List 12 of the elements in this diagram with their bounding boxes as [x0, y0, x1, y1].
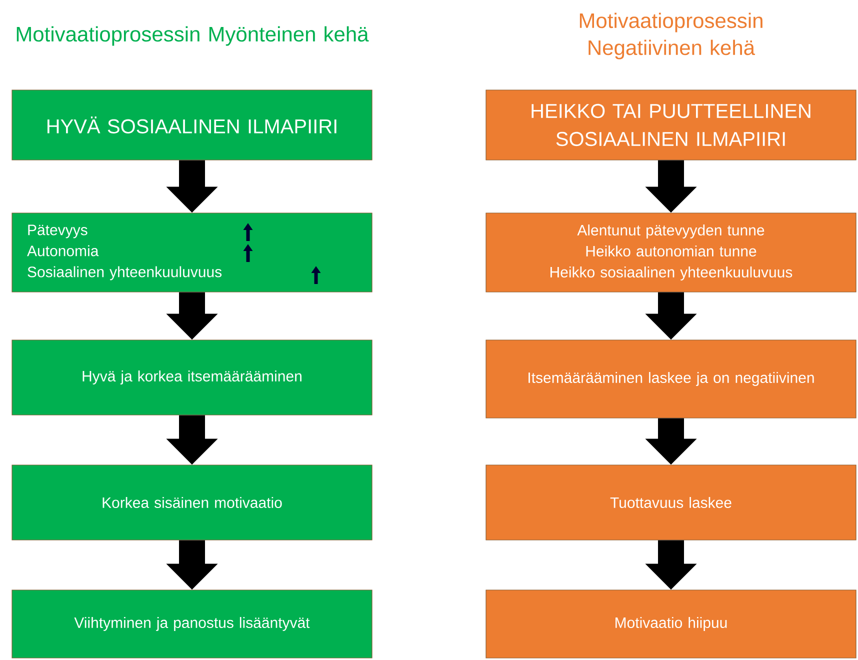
process-box: HYVÄ SOSIAALINEN ILMAPIIRI — [12, 90, 372, 160]
column-heading: Motivaatioprosessin Myönteinen kehä — [16, 26, 369, 46]
process-box: Itsemäärääminen laskee ja on negatiivinen — [486, 340, 856, 418]
process-box: Alentunut pätevyyden tunne Heikko autonomian tunne Heikko sosiaalinen yhteenkuuluvuus — [486, 212, 856, 292]
process-box: Pätevyys Autonomia Sosiaalinen yhteenkuuluvuus — [12, 212, 372, 292]
process-box: Korkea sisäinen motivaatio — [12, 464, 372, 540]
column-heading: Motivaatioprosessin Negatiivinen kehä — [580, 12, 762, 60]
process-box: HEIKKO TAI PUUTTEELLINEN SOSIAALINEN ILMAPIIRI — [486, 90, 856, 160]
process-box: Hyvä ja korkea itsemäärääminen — [12, 340, 372, 416]
process-box: Tuottavuus laskee — [486, 464, 856, 540]
process-box: Viihtyminen ja panostus lisääntyvät — [12, 590, 372, 658]
process-box: Motivaatio hiipuu — [486, 590, 856, 658]
